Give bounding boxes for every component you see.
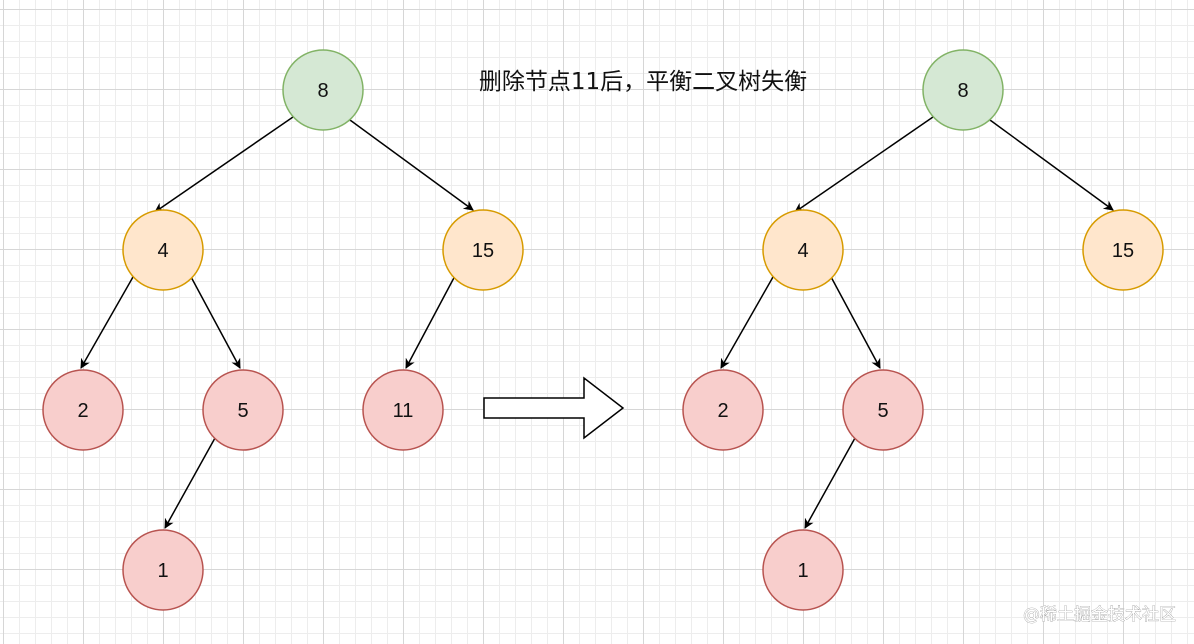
before-node-2 <box>42 369 124 451</box>
before-node-15 <box>442 209 524 291</box>
after-node-2 <box>682 369 764 451</box>
watermark: @稀土掘金技术社区 <box>1023 605 1176 625</box>
before-edge-4-to-5 <box>189 274 241 369</box>
before-edge-8-to-15 <box>349 119 474 211</box>
after-edge-4-to-5 <box>829 274 881 369</box>
after-node-label-4: 4 <box>797 240 808 262</box>
after-node-5 <box>842 369 924 451</box>
before-node-1 <box>122 529 204 611</box>
after-edge-8-to-15 <box>989 119 1114 211</box>
before-edge-5-to-1 <box>164 437 216 529</box>
before-node-label-11: 11 <box>393 400 414 422</box>
after-node-15 <box>1082 209 1164 291</box>
after-edge-5-to-1 <box>804 437 856 529</box>
after-node-4 <box>762 209 844 291</box>
diagram-title: 删除节点11后，平衡二叉树失衡 <box>479 69 807 95</box>
after-edge-8-to-4 <box>794 116 934 213</box>
transform-arrow <box>483 376 625 440</box>
after-tree: 8 4 15 2 5 1 <box>682 49 1164 611</box>
before-edge-4-to-2 <box>80 276 134 369</box>
before-node-label-15: 15 <box>472 240 494 262</box>
before-node-8 <box>282 49 364 131</box>
after-node-label-2: 2 <box>717 400 728 422</box>
before-node-label-1: 1 <box>157 560 168 582</box>
before-node-5 <box>202 369 284 451</box>
before-node-label-4: 4 <box>157 240 168 262</box>
after-node-8 <box>922 49 1004 131</box>
before-node-4 <box>122 209 204 291</box>
before-edge-15-to-11 <box>405 273 457 369</box>
after-node-label-5: 5 <box>877 400 888 422</box>
after-edge-4-to-2 <box>720 276 774 369</box>
before-edge-8-to-4 <box>154 116 294 213</box>
after-node-label-8: 8 <box>957 80 968 102</box>
before-node-11 <box>362 369 444 451</box>
before-node-label-5: 5 <box>237 400 248 422</box>
after-node-label-15: 15 <box>1112 240 1134 262</box>
after-node-1 <box>762 529 844 611</box>
before-node-label-8: 8 <box>317 80 328 102</box>
before-node-label-2: 2 <box>77 400 88 422</box>
after-node-label-1: 1 <box>797 560 808 582</box>
